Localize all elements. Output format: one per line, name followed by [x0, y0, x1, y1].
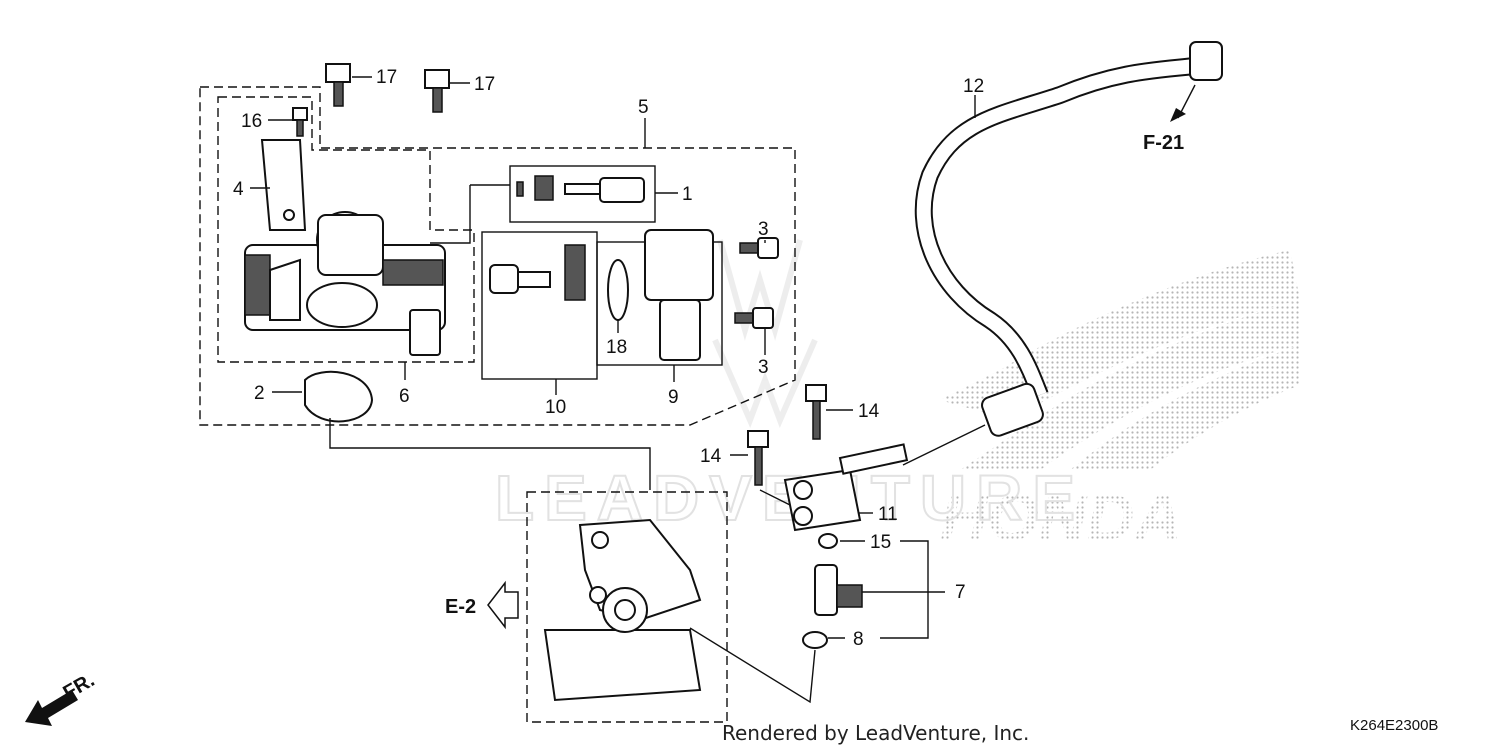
bolt-part-17a	[325, 63, 351, 107]
ref-f21-label: F-21	[1143, 132, 1184, 154]
bolt-part-17b	[424, 69, 450, 113]
callout-12: 12	[963, 76, 984, 97]
callout-4: 4	[233, 179, 244, 200]
manifold-box	[526, 491, 728, 723]
screw-part-16	[292, 107, 308, 137]
watermark-text: LEADVENTURE	[495, 462, 1085, 534]
callout-8: 8	[853, 629, 864, 650]
throttle-body	[244, 211, 446, 356]
screw-part-3b	[734, 307, 774, 329]
callout-7: 7	[955, 582, 966, 603]
fuel-joint-part-11	[783, 443, 909, 532]
ref-e2[interactable]: E-2	[445, 580, 519, 630]
kit-box-1	[509, 165, 656, 223]
fuel-hose-part-12	[914, 41, 1223, 437]
valve-part-10	[489, 244, 586, 301]
front-direction: FR.	[25, 669, 98, 726]
callout-2: 2	[254, 383, 265, 404]
leader-lines	[250, 76, 986, 704]
assembly-box-5	[199, 86, 796, 426]
callout-15: 15	[870, 532, 891, 553]
screw-part-3a	[739, 237, 779, 259]
intake-manifold	[543, 518, 702, 702]
front-direction-arrow-icon	[25, 690, 78, 726]
callout-14a: 14	[858, 401, 880, 422]
ref-arrow-icon	[1170, 108, 1186, 122]
callout-17a: 17	[376, 67, 397, 88]
callout-14b: 14	[700, 446, 722, 467]
bolt-part-14b	[747, 430, 769, 486]
honda-logo-text: HONDA	[940, 480, 1182, 554]
ref-f21[interactable]: F-21	[1143, 84, 1196, 154]
bolt-part-14a	[805, 384, 827, 440]
callout-5: 5	[638, 97, 649, 118]
gasket-part-2	[304, 370, 374, 423]
bracket-part-4	[260, 139, 307, 231]
callout-17b: 17	[474, 74, 495, 95]
plunger-kit-part-1	[516, 175, 645, 203]
callout-3a: 3	[758, 219, 769, 240]
ref-arrow-icon	[487, 580, 519, 630]
callout-3b: 3	[758, 357, 769, 378]
ref-e2-label: E-2	[445, 596, 476, 618]
callout-16: 16	[241, 111, 262, 132]
callout-6: 6	[399, 386, 410, 407]
callout-10: 10	[545, 397, 566, 418]
watermark-w-icon	[712, 239, 818, 428]
callout-11: 11	[878, 504, 898, 525]
callout-18: 18	[606, 337, 627, 358]
injector-part-7	[814, 564, 863, 616]
callout-1: 1	[682, 184, 693, 205]
sensor-part-9	[644, 229, 714, 361]
seal-part-8	[802, 631, 828, 649]
render-credit: Rendered by LeadVenture, Inc.	[722, 721, 1029, 745]
assembly-box-6	[217, 96, 475, 363]
o-ring-part-15	[818, 533, 838, 549]
callout-9: 9	[668, 387, 679, 408]
diagram-code: K264E2300B	[1350, 717, 1438, 734]
o-ring-part-18	[607, 259, 629, 321]
